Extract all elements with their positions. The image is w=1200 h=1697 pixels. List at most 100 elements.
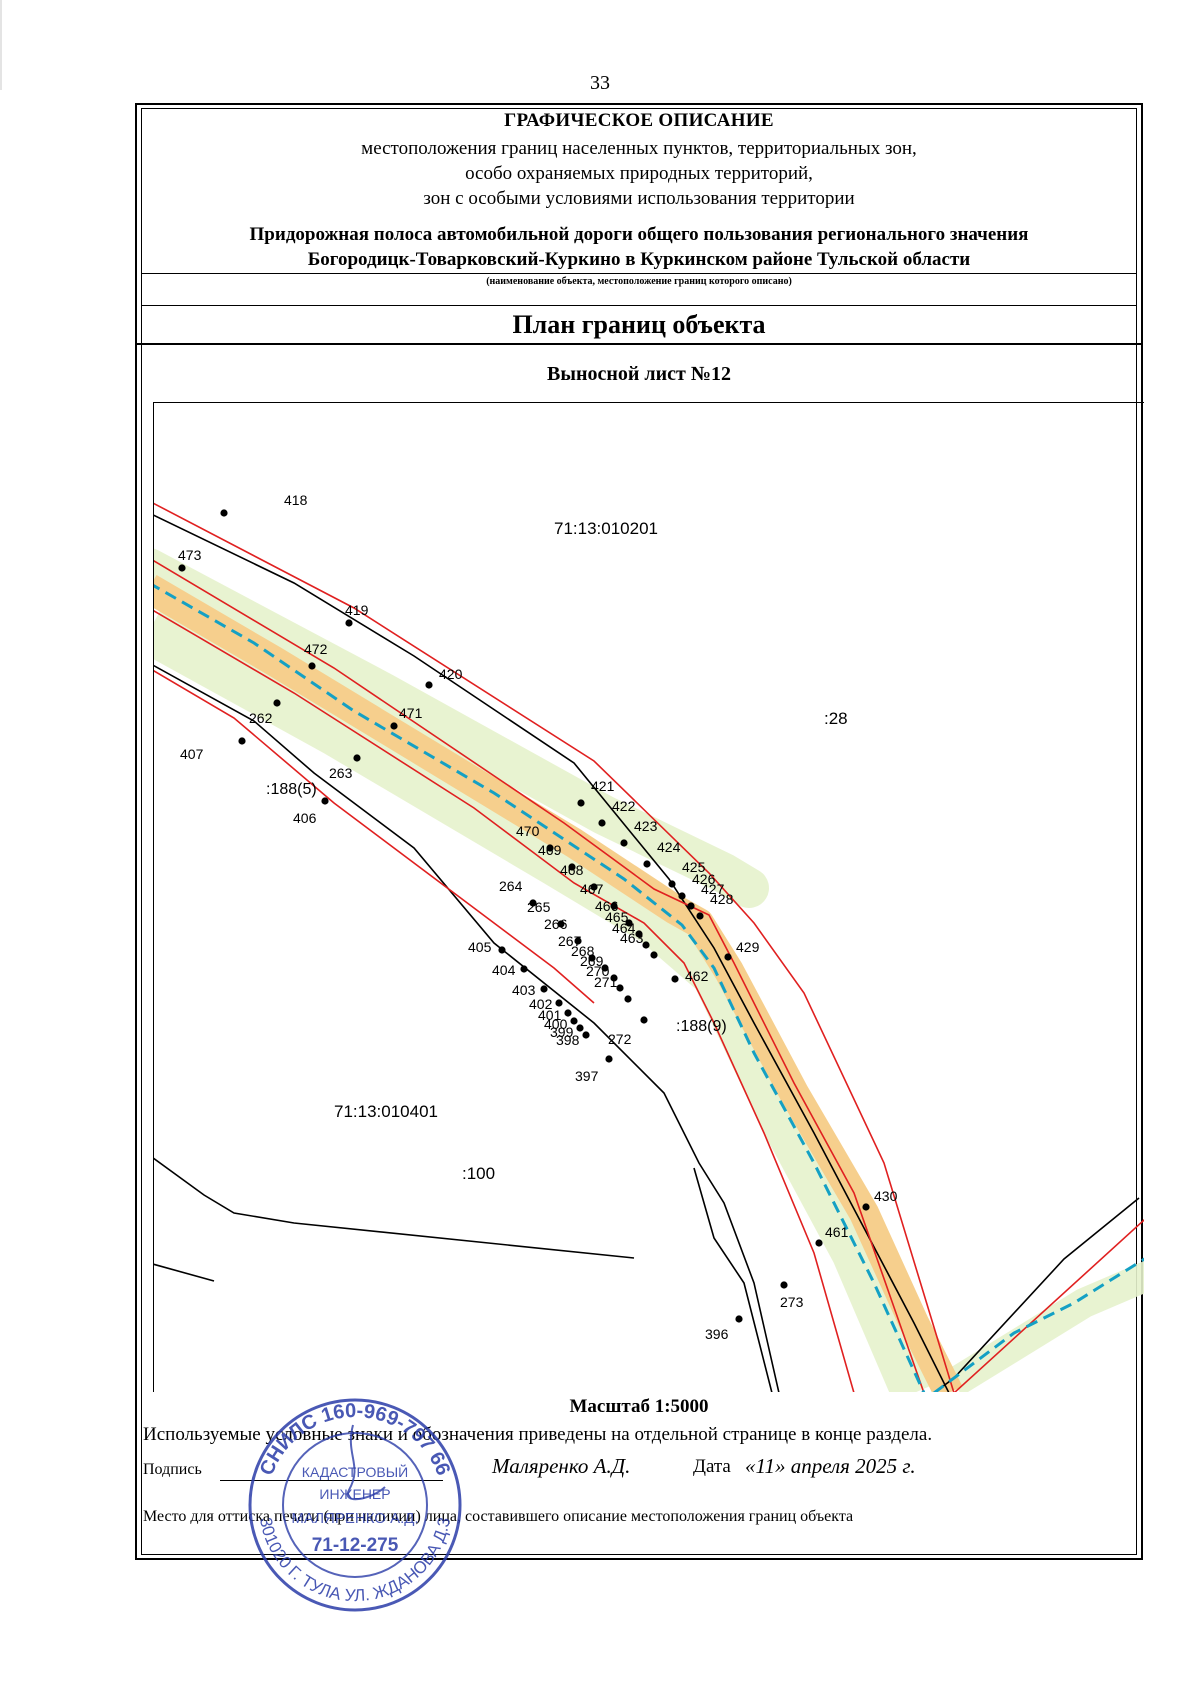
point-label-462: 462: [685, 968, 709, 984]
subtitle-line-1: местоположения границ населенных пунктов…: [361, 138, 917, 159]
object-name-line-1: Придорожная полоса автомобильной дороги …: [249, 224, 1029, 245]
engineer-stamp: СНИЛС 160-969-797 66 301020 Г. ТУЛА УЛ. …: [248, 1398, 462, 1612]
point-label-473: 473: [178, 547, 202, 563]
parcel-label-1: 71:13:010201: [554, 519, 658, 538]
point-label-471: 471: [399, 705, 423, 721]
boundary-point-272: [640, 1016, 648, 1024]
point-label-469: 469: [538, 842, 562, 858]
parcel-line-bottom-2: [154, 1263, 215, 1282]
point-label-468: 468: [560, 862, 584, 878]
signature-scribble: [346, 1424, 386, 1501]
date-value: «11» апреля 2025 г.: [745, 1454, 916, 1478]
plan-title-underline: [136, 343, 1142, 345]
parcel-label-0: :28: [824, 709, 848, 728]
point-label-265: 265: [527, 899, 551, 915]
boundary-point-470: [546, 844, 554, 852]
boundary-point-428: [696, 912, 704, 920]
point-label-425: 425: [682, 859, 706, 875]
parcel-label-2: 71:13:010401: [334, 1102, 438, 1121]
point-label-418: 418: [284, 492, 308, 508]
boundary-lines: [154, 502, 1144, 1392]
point-label-262: 262: [249, 710, 273, 726]
parcel-line-north: [154, 514, 950, 1392]
signature-line: [220, 1480, 443, 1481]
boundary-point-418: [220, 509, 228, 517]
header-title: ГРАФИЧЕСКОЕ ОПИСАНИЕ: [504, 110, 774, 131]
stamp-role-2: ИНЖЕНЕР: [319, 1486, 390, 1502]
point-label-266: 266: [544, 916, 568, 932]
point-label-407: 407: [180, 746, 204, 762]
boundary-line-2: [154, 560, 925, 1392]
boundary-point-267: [588, 954, 596, 962]
point-label-424: 424: [657, 839, 681, 855]
plan-title: План границ объекта: [512, 310, 766, 339]
point-label-463: 463: [620, 930, 644, 946]
boundary-point-269: [610, 974, 618, 982]
point-label-400: 400: [544, 1016, 568, 1032]
boundary-point-270: [616, 984, 624, 992]
buffer-strip-south: [154, 611, 935, 1392]
point-label-398: 398: [556, 1032, 580, 1048]
point-label-402: 402: [529, 996, 553, 1012]
boundary-line-1: [154, 502, 955, 1392]
boundary-point-472: [308, 662, 316, 670]
point-label-270: 270: [586, 963, 610, 979]
plan-title-topline: [141, 305, 1137, 306]
point-label-419: 419: [345, 602, 369, 618]
boundary-point-425: [668, 880, 676, 888]
boundary-point-397: [605, 1055, 613, 1063]
boundary-point-473: [178, 564, 186, 572]
boundary-point-264: [529, 899, 537, 907]
boundary-point-467: [610, 902, 618, 910]
point-label-428: 428: [710, 891, 734, 907]
document-frame-inner: [141, 108, 1137, 1555]
boundary-point-422: [598, 819, 606, 827]
boundary-point-429: [724, 953, 732, 961]
boundary-point-464: [642, 941, 650, 949]
boundary-point-419: [345, 619, 353, 627]
parcel-lines: [154, 514, 1140, 1392]
sheet-title: Выносной лист №12: [547, 363, 731, 385]
boundary-point-271: [624, 995, 632, 1003]
date-label: Дата: [693, 1456, 731, 1477]
boundary-point-268: [601, 964, 609, 972]
point-label-422: 422: [612, 798, 636, 814]
signer-name: Маляренко А.Д.: [492, 1454, 631, 1478]
boundary-point-468: [590, 883, 598, 891]
point-label-429: 429: [736, 939, 760, 955]
boundary-point-403: [540, 985, 548, 993]
scan-edge: [0, 0, 2, 90]
boundary-point-462: [671, 975, 679, 983]
boundary-point-262: [273, 699, 281, 707]
boundary-point-273: [780, 1281, 788, 1289]
boundary-point-399: [576, 1024, 584, 1032]
parcel-line-mid: [693, 1167, 773, 1392]
point-label-427: 427: [701, 881, 725, 897]
boundary-point-423: [620, 839, 628, 847]
point-label-396: 396: [705, 1326, 729, 1342]
point-label-273: 273: [780, 1294, 804, 1310]
point-label-269: 269: [580, 953, 604, 969]
boundary-point-398: [582, 1031, 590, 1039]
boundary-point-420: [425, 681, 433, 689]
point-label-406: 406: [293, 810, 317, 826]
boundary-point-471: [390, 722, 398, 730]
boundary-point-427: [687, 902, 695, 910]
map-scale: Масштаб 1:5000: [569, 1396, 709, 1417]
point-label-264: 264: [499, 878, 523, 894]
subtitle-line-2: особо охраняемых природных территорий,: [465, 163, 813, 184]
stamp-address: 301020 Г. ТУЛА УЛ. ЖДАНОВА Д.3: [256, 1516, 454, 1605]
page-number: 33: [590, 72, 610, 94]
point-label-420: 420: [439, 666, 463, 682]
point-label-271: 271: [594, 974, 618, 990]
boundary-point-406: [321, 797, 329, 805]
boundary-point-402: [555, 999, 563, 1007]
boundary-point-461: [815, 1239, 823, 1247]
parcel-line-south: [154, 664, 780, 1392]
point-label-461: 461: [825, 1224, 849, 1240]
point-label-263: 263: [329, 765, 353, 781]
boundary-point-265: [557, 920, 565, 928]
point-label-470: 470: [516, 823, 540, 839]
